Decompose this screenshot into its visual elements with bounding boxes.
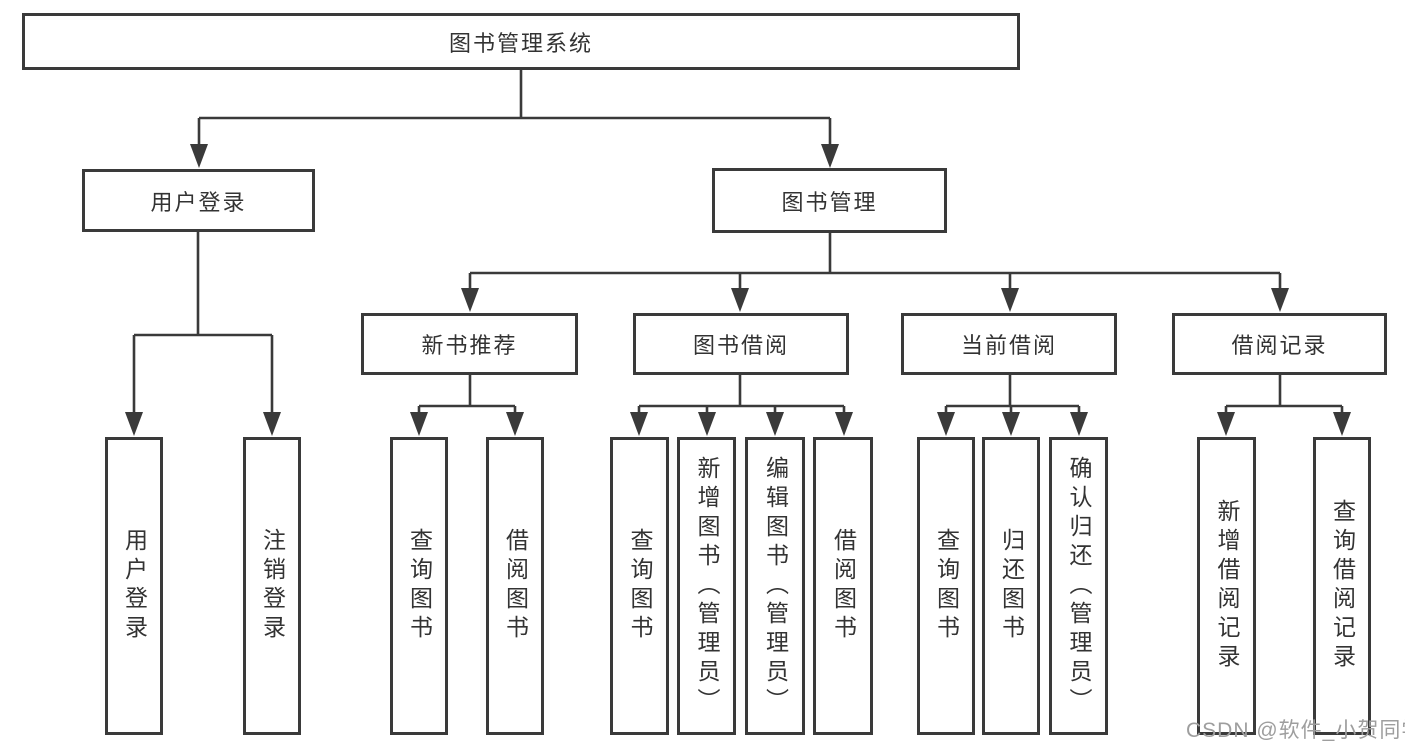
arrow-down-icon bbox=[506, 412, 524, 436]
leaf-label: 编辑图书（管理员） bbox=[762, 455, 789, 717]
arrow-down-icon bbox=[1271, 288, 1289, 312]
leaf-label: 归还图书 bbox=[998, 528, 1025, 644]
node-label: 借阅记录 bbox=[1231, 333, 1328, 358]
connector-current-borrow bbox=[944, 375, 1081, 418]
leaf-label: 查询借阅记录 bbox=[1329, 499, 1356, 673]
node-label: 图书借阅 bbox=[692, 333, 789, 358]
leaf-label: 新增图书（管理员） bbox=[694, 455, 720, 717]
arrow-down-icon bbox=[937, 412, 955, 436]
node-new-book-recommend: 新书推荐 bbox=[361, 313, 578, 375]
leaf-label: 查询图书 bbox=[933, 528, 960, 644]
leaf-query-borrow-record: 查询借阅记录 bbox=[1313, 437, 1371, 735]
leaf-label: 注销登录 bbox=[259, 528, 286, 644]
arrow-down-icon bbox=[1217, 412, 1235, 436]
node-borrow-record: 借阅记录 bbox=[1172, 313, 1387, 375]
node-label: 当前借阅 bbox=[960, 333, 1057, 358]
node-label: 图书管理 bbox=[781, 189, 878, 215]
leaf-query-books: 查询图书 bbox=[390, 437, 448, 735]
leaf-label: 确认归还（管理员） bbox=[1066, 455, 1092, 717]
node-book-borrow: 图书借阅 bbox=[633, 313, 849, 375]
connector-user-login bbox=[132, 232, 274, 418]
leaf-borrow-books-2: 借阅图书 bbox=[813, 437, 873, 735]
arrow-down-icon bbox=[461, 288, 479, 312]
node-current-borrow: 当前借阅 bbox=[901, 313, 1117, 375]
node-book-management: 图书管理 bbox=[712, 168, 947, 233]
connector-new-book-recommend bbox=[417, 375, 517, 418]
arrow-down-icon bbox=[698, 412, 716, 436]
leaf-label: 借阅图书 bbox=[502, 528, 529, 644]
node-label: 新书推荐 bbox=[421, 333, 518, 358]
arrow-down-icon bbox=[821, 144, 839, 168]
node-user-login: 用户登录 bbox=[82, 169, 315, 232]
leaf-label: 查询图书 bbox=[406, 528, 433, 644]
arrow-down-icon bbox=[410, 412, 428, 436]
leaf-label: 新增借阅记录 bbox=[1214, 499, 1240, 673]
connector-book-management bbox=[468, 233, 1282, 294]
arrow-down-icon bbox=[1002, 412, 1020, 436]
node-label: 图书管理系统 bbox=[448, 30, 593, 56]
arrow-down-icon bbox=[1333, 412, 1351, 436]
arrow-down-icon bbox=[630, 412, 648, 436]
arrow-down-icon bbox=[1070, 412, 1088, 436]
node-label: 用户登录 bbox=[150, 189, 247, 215]
leaf-label: 查询图书 bbox=[627, 528, 653, 644]
arrow-down-icon bbox=[190, 144, 208, 168]
leaf-logout: 注销登录 bbox=[243, 437, 301, 735]
leaf-add-books-admin: 新增图书（管理员） bbox=[677, 437, 736, 735]
connector-book-borrow bbox=[637, 375, 846, 418]
csdn-watermark: CSDN @软件_小贺同学 bbox=[1186, 719, 1405, 742]
arrow-down-icon bbox=[125, 412, 143, 436]
arrow-down-icon bbox=[835, 412, 853, 436]
leaf-label: 借阅图书 bbox=[830, 528, 857, 644]
connector-root bbox=[197, 70, 832, 150]
leaf-confirm-return-admin: 确认归还（管理员） bbox=[1049, 437, 1108, 735]
leaf-edit-books-admin: 编辑图书（管理员） bbox=[745, 437, 805, 735]
leaf-user-login: 用户登录 bbox=[105, 437, 163, 735]
arrow-down-icon bbox=[731, 288, 749, 312]
node-library-management-system: 图书管理系统 bbox=[22, 13, 1020, 70]
arrow-down-icon bbox=[263, 412, 281, 436]
leaf-query-books-2: 查询图书 bbox=[610, 437, 669, 735]
arrow-down-icon bbox=[766, 412, 784, 436]
leaf-return-books: 归还图书 bbox=[982, 437, 1040, 735]
leaf-borrow-books: 借阅图书 bbox=[486, 437, 544, 735]
connector-borrow-record bbox=[1224, 375, 1344, 418]
arrow-down-icon bbox=[1001, 288, 1019, 312]
leaf-label: 用户登录 bbox=[121, 528, 148, 644]
leaf-add-borrow-record: 新增借阅记录 bbox=[1197, 437, 1256, 735]
leaf-query-books-3: 查询图书 bbox=[917, 437, 975, 735]
